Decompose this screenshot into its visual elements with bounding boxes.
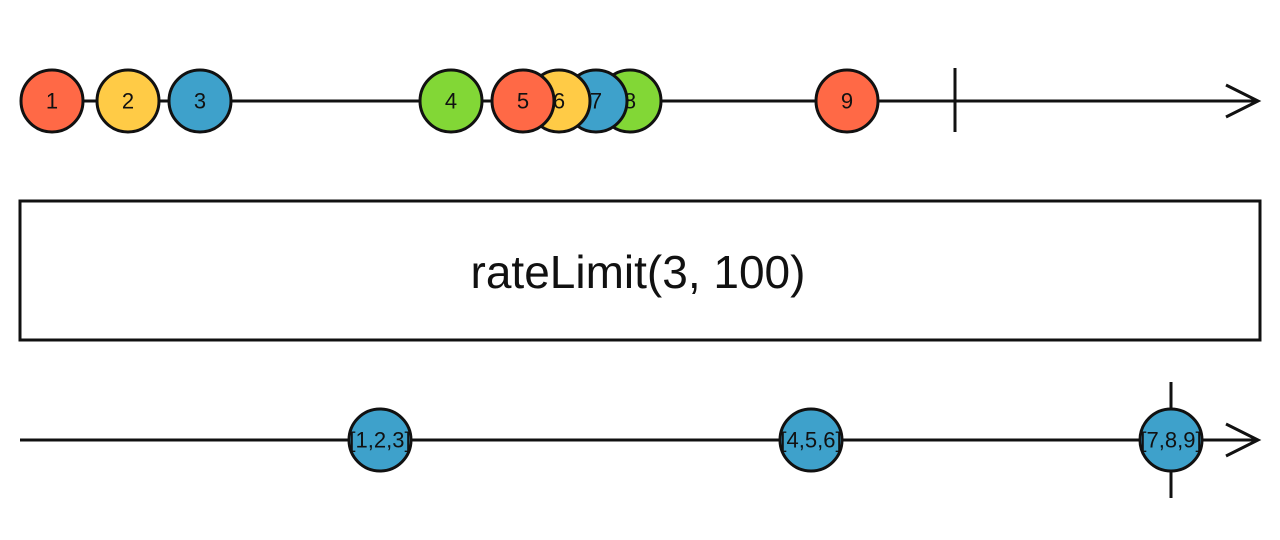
marble-circle: [814, 68, 880, 134]
input-marble-1: 1: [19, 68, 85, 134]
output-timeline-arrowhead: [1225, 422, 1262, 458]
output-marble-3: [7,8,9]: [1138, 407, 1204, 473]
input-marble-3: 3: [167, 68, 233, 134]
marble-label: [7,8,9]: [1140, 428, 1201, 453]
input-marble-4: 4: [418, 68, 484, 134]
marble-circle: [778, 407, 844, 473]
output-marble-2: [4,5,6]: [778, 407, 844, 473]
marble-circle: [347, 407, 413, 473]
output-timeline: [1,2,3] [4,5,6] [7,8,9]: [20, 382, 1262, 498]
input-timeline: 1 2 3 4 8 7 6 5: [19, 68, 1262, 134]
input-timeline-arrowhead: [1225, 83, 1262, 119]
marble-circle: [490, 68, 556, 134]
marble-circle: [19, 68, 85, 134]
marble-label: 5: [517, 89, 529, 114]
marble-circle: [95, 68, 161, 134]
marble-label: 4: [445, 89, 457, 114]
operator: rateLimit(3, 100): [18, 199, 1262, 342]
marble-circle: [167, 68, 233, 134]
marble-circle: [1138, 407, 1204, 473]
marble-label: 6: [553, 89, 565, 114]
marble-label: 1: [46, 89, 58, 114]
marble-label: 7: [590, 89, 602, 114]
marble-label: [4,5,6]: [780, 428, 841, 453]
operator-label: rateLimit(3, 100): [471, 246, 806, 298]
marble-label: [1,2,3]: [349, 428, 410, 453]
output-marble-1: [1,2,3]: [347, 407, 413, 473]
marble-label: 3: [194, 89, 206, 114]
input-marble-9: 9: [814, 68, 880, 134]
input-marble-5: 5: [490, 68, 556, 134]
marble-label: 2: [122, 89, 134, 114]
input-marble-2: 2: [95, 68, 161, 134]
operator-box: [18, 199, 1262, 342]
marble-circle: [418, 68, 484, 134]
marble-label: 9: [841, 89, 853, 114]
